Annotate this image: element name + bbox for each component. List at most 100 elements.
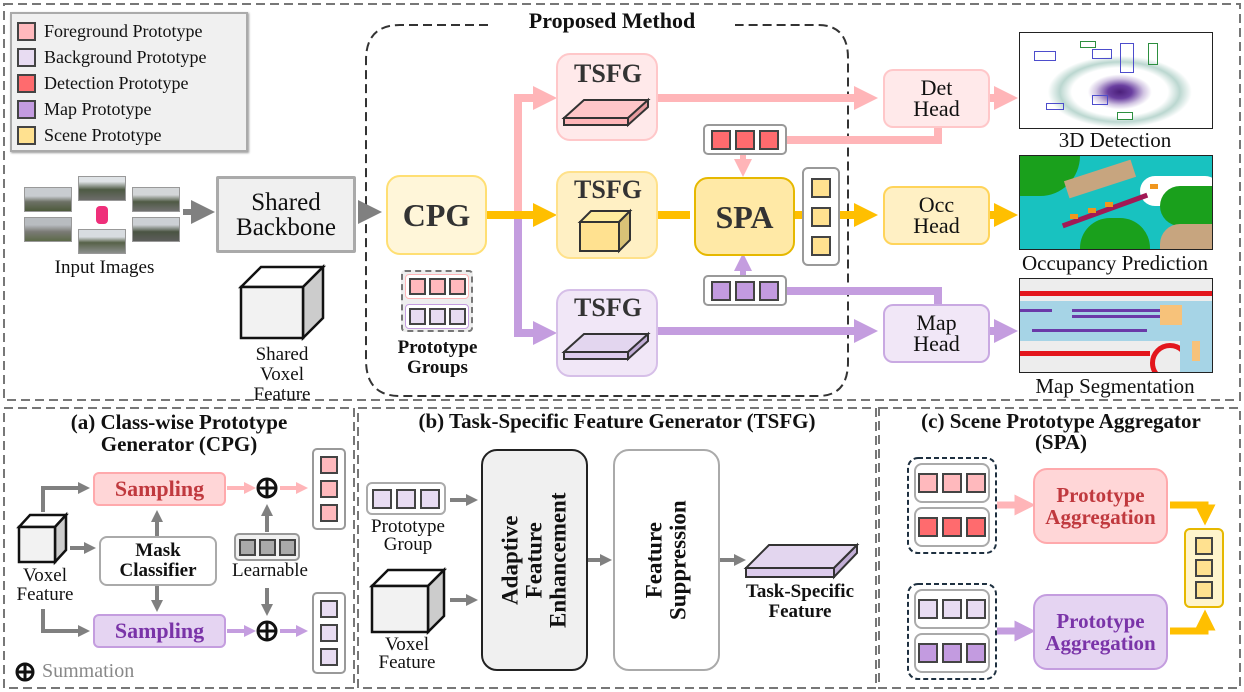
legend-item-foreground: Foreground Prototype: [17, 19, 202, 43]
tsfg-map-block[interactable]: TSFG: [556, 289, 658, 377]
prototype-aggregation-fg-block[interactable]: Prototype Aggregation: [1033, 468, 1168, 544]
det-proto-cell: [942, 517, 962, 537]
legend: Foreground Prototype Background Prototyp…: [10, 12, 248, 152]
bg-proto-cell: [966, 599, 986, 619]
car: [1150, 184, 1158, 189]
map-proto-cell: [711, 280, 731, 301]
scene-proto-cell: [1195, 559, 1213, 577]
occupancy-output-image: [1019, 155, 1213, 250]
scene-proto-cell: [1195, 581, 1213, 599]
camera-image-front: [78, 176, 126, 201]
feature-suppression-block[interactable]: Feature Suppression: [613, 449, 720, 671]
legend-label: Scene Prototype: [44, 124, 162, 145]
shared-voxel-feature-label: Shared Voxel Feature: [253, 344, 311, 405]
arrow-det-proto-to-det-head: [787, 128, 942, 144]
top-panel-frame: [3, 3, 1241, 401]
summation-legend-icon: [15, 662, 35, 682]
fg-proto-cell: [918, 473, 938, 493]
panel-b-voxel-cube-icon: [368, 566, 448, 636]
prototype-groups-label: Prototype Groups: [397, 337, 478, 378]
fg-proto-cell: [448, 278, 466, 295]
lane-divider: [1072, 309, 1182, 312]
learnable-cell: [258, 538, 276, 556]
det-head-block[interactable]: Det Head: [883, 69, 990, 128]
afe-label: Adaptive Feature Enhancement: [497, 492, 571, 628]
arrow-agg-bg-to-scene: [1170, 609, 1216, 635]
arrow-cpg-to-tsfg-map: [514, 215, 557, 345]
panel-a-frame: [3, 407, 355, 689]
crosswalk: [1160, 305, 1182, 325]
car: [1070, 214, 1078, 219]
bg-proto-cell: [408, 308, 426, 325]
bg-proto-cell: [428, 308, 446, 325]
occ-head-block[interactable]: Occ Head: [883, 186, 990, 245]
fg-proto-cell: [966, 473, 986, 493]
vegetation-region: [1160, 186, 1212, 226]
det-proto-cell: [711, 129, 731, 150]
input-images-label: Input Images: [54, 257, 155, 278]
fg-proto-cell: [320, 456, 338, 474]
prototype-aggregation-bg-block[interactable]: Prototype Aggregation: [1033, 594, 1168, 670]
shared-voxel-cube-icon: [237, 263, 327, 342]
occupancy-output-label: Occupancy Prediction: [1021, 251, 1209, 275]
scene-prototype-output: [1184, 528, 1224, 608]
bg-prototype-group: [405, 304, 469, 329]
map-prototype-row: [703, 275, 787, 306]
legend-item-detection: Detection Prototype: [17, 71, 188, 95]
arrow-map-proto-to-map-head: [787, 287, 942, 305]
scene-swatch: [17, 125, 36, 145]
map-swatch: [17, 99, 36, 119]
map-head-block[interactable]: Map Head: [883, 304, 990, 363]
sampling-bg-block[interactable]: Sampling: [93, 614, 226, 648]
panel-b-frame: [357, 407, 877, 689]
camera-image-back: [78, 229, 126, 254]
legend-label: Background Prototype: [44, 46, 207, 67]
legend-label: Map Prototype: [44, 98, 152, 119]
det-proto-cell: [966, 517, 986, 537]
summation-legend-label: Summation: [42, 660, 135, 682]
camera-image-back-right: [132, 217, 180, 242]
cpg-block[interactable]: CPG: [386, 175, 487, 255]
car: [1105, 202, 1113, 207]
adaptive-feature-enhancement-block[interactable]: Adaptive Feature Enhancement: [481, 449, 588, 671]
road-boundary: [1020, 291, 1212, 296]
foreground-swatch: [17, 21, 36, 41]
car: [1088, 208, 1096, 213]
fs-label: Feature Suppression: [641, 500, 691, 620]
detection-prototype-row: [703, 124, 787, 155]
fg-proto-cell: [942, 473, 962, 493]
arrow-cpg-to-tsfg-det: [514, 86, 557, 215]
arrow-agg-fg-to-scene: [1170, 501, 1216, 526]
map-output-image: [1019, 278, 1213, 373]
summation-fg-icon: [256, 477, 278, 499]
tsfg-det-block[interactable]: TSFG: [556, 53, 658, 141]
camera-image-back-left: [24, 217, 72, 242]
scene-proto-cell: [811, 177, 831, 198]
tsfg-occ-label: TSFG: [574, 175, 642, 204]
learnable-label: Learnable: [232, 560, 308, 581]
det-proto-cell: [918, 517, 938, 537]
spa-block[interactable]: SPA: [694, 177, 795, 256]
scene-proto-cell: [811, 206, 831, 227]
det-proto-cell: [759, 129, 779, 150]
road-boundary: [1020, 351, 1150, 356]
detection-output-image: [1019, 32, 1213, 129]
task-specific-feature-slab-icon: [743, 542, 860, 580]
map-proto-cell: [918, 643, 938, 663]
lane-divider: [1032, 329, 1147, 332]
tsfg-det-label: TSFG: [574, 59, 642, 88]
tsfg-occ-block[interactable]: TSFG: [556, 171, 658, 259]
lane-divider: [1072, 315, 1182, 318]
background-swatch: [17, 47, 36, 67]
legend-item-background: Background Prototype: [17, 45, 206, 69]
panel-c-title: (c) Scene Prototype Aggregator (SPA): [921, 409, 1201, 454]
ego-car-icon: [96, 206, 108, 224]
mask-classifier-block[interactable]: Mask Classifier: [99, 536, 217, 586]
bbox: [1092, 95, 1108, 105]
fg-proto-cell: [320, 480, 338, 498]
sampling-fg-block[interactable]: Sampling: [93, 472, 226, 506]
shared-backbone-block[interactable]: Shared Backbone: [216, 176, 356, 253]
learnable-cell: [278, 538, 296, 556]
task-specific-feature-label: Task-Specific Feature: [745, 581, 855, 622]
legend-item-scene: Scene Prototype: [17, 123, 161, 147]
